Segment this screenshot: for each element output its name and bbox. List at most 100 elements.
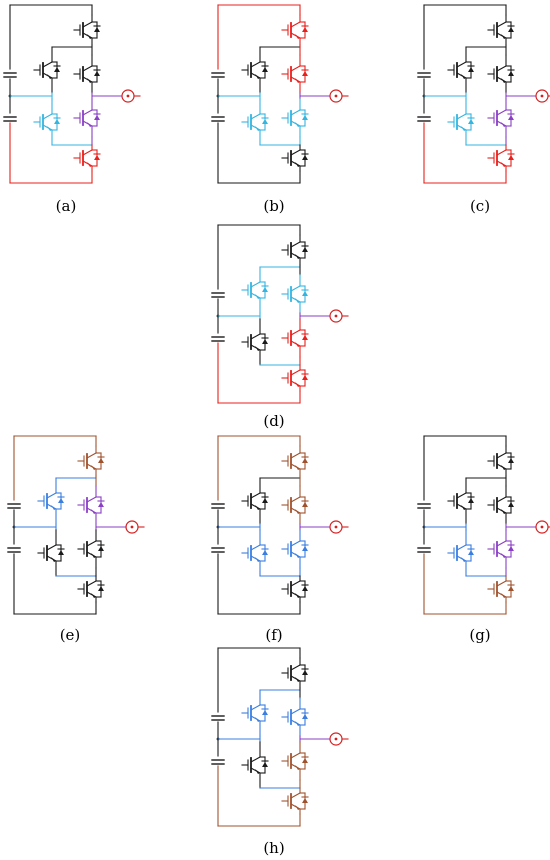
dc-capacitor-upper — [211, 292, 225, 298]
diode-triangle — [468, 550, 474, 555]
panel-label-b: (b) — [263, 197, 284, 215]
emitter-arrow — [295, 122, 300, 127]
diode-triangle — [302, 546, 308, 551]
dc-capacitor-upper — [417, 503, 431, 509]
diode-triangle — [302, 155, 308, 160]
emitter-arrow — [255, 346, 260, 351]
collector-lead — [250, 61, 261, 68]
dc-capacitor-upper — [3, 72, 17, 78]
switch-s2 — [241, 46, 269, 94]
switch-s4 — [447, 529, 475, 577]
collector-lead — [496, 65, 507, 72]
diode-triangle — [508, 71, 514, 76]
panel-label-d: (d) — [263, 412, 284, 430]
collector-lead — [290, 664, 301, 671]
switch-s5 — [487, 98, 515, 138]
switch-s6 — [77, 575, 105, 603]
emitter-arrow — [87, 34, 92, 39]
collector-lead — [86, 496, 97, 503]
collector-lead — [290, 452, 301, 459]
collector-lead — [496, 540, 507, 547]
emitter-arrow — [501, 593, 506, 598]
emitter-arrow — [255, 74, 260, 79]
emitter-arrow — [295, 342, 300, 347]
collector-lead — [46, 544, 57, 551]
collector-lead — [86, 452, 97, 459]
switch-s6 — [487, 144, 515, 172]
switch-s2 — [447, 46, 475, 94]
switch-s3 — [281, 697, 309, 737]
emitter-arrow — [295, 805, 300, 810]
switch-s3 — [281, 54, 309, 94]
switch-s3 — [487, 485, 515, 525]
collector-lead — [250, 544, 261, 551]
collector-lead — [42, 61, 53, 68]
switch-s5 — [281, 318, 309, 358]
switch-s2 — [33, 46, 61, 94]
diode-triangle — [508, 155, 514, 160]
collector-lead — [496, 149, 507, 156]
emitter-arrow — [295, 162, 300, 167]
diode-triangle — [302, 375, 308, 380]
diode-triangle — [302, 670, 308, 675]
circuit-panel-e: (e) — [7, 435, 145, 644]
switch-s4 — [241, 318, 269, 366]
diode-triangle — [302, 335, 308, 340]
diode-triangle — [508, 27, 514, 32]
emitter-arrow — [255, 717, 260, 722]
diode-triangle — [302, 247, 308, 252]
emitter-arrow — [295, 382, 300, 387]
switch-s5 — [281, 741, 309, 781]
diode-triangle — [468, 67, 474, 72]
switch-s2 — [241, 266, 269, 314]
emitter-arrow — [255, 505, 260, 510]
emitter-arrow — [461, 74, 466, 79]
emitter-arrow — [87, 122, 92, 127]
emitter-arrow — [501, 509, 506, 514]
panel-label-h: (h) — [263, 839, 284, 857]
switch-s3 — [73, 54, 101, 94]
emitter-arrow — [295, 509, 300, 514]
collector-lead — [290, 369, 301, 376]
dc-capacitor-lower — [3, 116, 17, 122]
circuit-panel-d: (d) — [211, 224, 349, 430]
emitter-arrow — [255, 769, 260, 774]
emitter-arrow — [91, 593, 96, 598]
emitter-arrow — [501, 465, 506, 470]
switch-s3 — [281, 274, 309, 314]
emitter-arrow — [295, 765, 300, 770]
collector-lead — [250, 704, 261, 711]
diode-triangle — [302, 458, 308, 463]
diode-triangle — [508, 115, 514, 120]
dc-capacitor-lower — [211, 759, 225, 765]
diode-triangle — [302, 115, 308, 120]
collector-lead — [496, 21, 507, 28]
collector-lead — [250, 281, 261, 288]
emitter-arrow — [255, 294, 260, 299]
dc-capacitor-lower — [417, 116, 431, 122]
circuit-panel-g: (g) — [417, 435, 550, 644]
emitter-arrow — [51, 557, 56, 562]
emitter-arrow — [461, 505, 466, 510]
ac-source-dot — [126, 94, 130, 98]
diode-triangle — [302, 291, 308, 296]
diode-triangle — [54, 67, 60, 72]
emitter-arrow — [295, 721, 300, 726]
collector-lead — [86, 540, 97, 547]
panel-label-g: (g) — [469, 626, 490, 644]
switch-s2 — [447, 477, 475, 525]
collector-lead — [496, 109, 507, 116]
collector-lead — [250, 333, 261, 340]
collector-lead — [496, 452, 507, 459]
collector-lead — [250, 113, 261, 120]
diode-triangle — [262, 710, 268, 715]
circuit-panel-a: (a) — [3, 4, 141, 215]
diode-triangle — [262, 550, 268, 555]
switch-s2 — [37, 477, 65, 525]
dc-capacitor-lower — [417, 547, 431, 553]
collector-lead — [250, 756, 261, 763]
panel-label-e: (e) — [60, 626, 81, 644]
dc-capacitor-lower — [7, 547, 21, 553]
dc-capacitor-upper — [417, 72, 431, 78]
